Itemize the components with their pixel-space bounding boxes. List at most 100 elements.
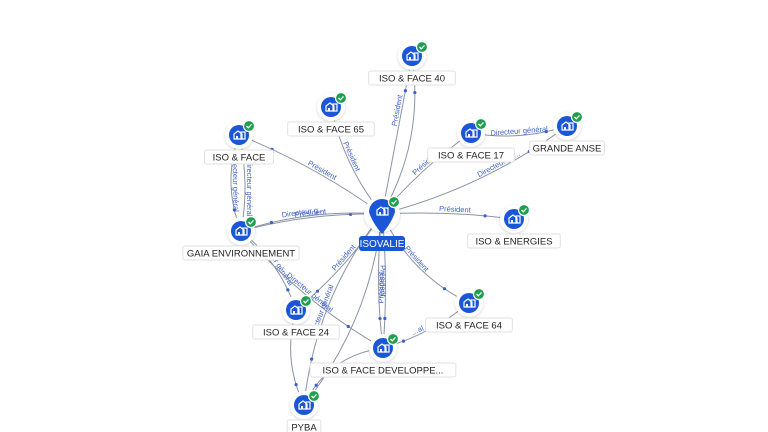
node-label-box — [287, 121, 375, 137]
node-label: GRANDE ANSE — [533, 144, 602, 155]
node-label-box — [529, 140, 605, 156]
center-label-box — [359, 236, 405, 251]
edge-label: ...al — [410, 323, 425, 336]
node-circle — [321, 97, 341, 117]
node-label-box — [252, 324, 340, 340]
edge-label: Président — [403, 244, 432, 274]
node-label-box — [467, 233, 561, 249]
edge-arrow — [483, 214, 487, 218]
check-badge-icon — [386, 332, 400, 346]
node-iso40[interactable]: ISO & FACE 40 — [368, 40, 456, 86]
check-badge-icon — [387, 195, 401, 209]
node-circle — [459, 293, 479, 313]
node-isoface[interactable]: ISO & FACE — [204, 119, 274, 165]
node-grandeanse[interactable]: GRANDE ANSE — [529, 110, 605, 156]
check-badge-icon — [307, 389, 321, 403]
edge-label: Président — [376, 271, 385, 304]
node-label: ISO & ENERGIES — [475, 237, 552, 248]
node-label-box — [309, 362, 457, 378]
node-gaia[interactable]: GAIA ENVIRONNEMENT — [182, 215, 300, 261]
edge-arrow — [314, 383, 318, 387]
node-iso64[interactable]: ISO & FACE 64 — [425, 287, 513, 333]
node-circle — [229, 125, 249, 145]
node-label: GAIA ENVIRONNEMENT — [187, 249, 295, 260]
check-badge-icon — [299, 294, 313, 308]
node-isodev[interactable]: ISO & FACE DEVELOPPE... — [309, 332, 457, 378]
edge-label: Président — [378, 265, 387, 298]
node-label-box — [368, 70, 456, 86]
edge-line — [290, 309, 305, 406]
edge-label: Président — [306, 158, 339, 182]
edge-arrow — [269, 220, 274, 225]
nodes-layer: ISOVALIE ISO & FACE 40 ISO & FACE 65 ISO & … — [182, 40, 605, 432]
check-badge-icon — [570, 110, 584, 124]
edge-arrow — [442, 287, 447, 291]
edge-arrow — [401, 339, 406, 343]
edge-line — [238, 134, 383, 215]
edge-label: Président — [330, 242, 358, 273]
node-label: ISOVALIE — [360, 239, 405, 250]
node-circle — [402, 46, 422, 66]
edge-label: Directeur général — [230, 154, 240, 212]
node-circle — [231, 221, 251, 241]
check-badge-icon — [242, 119, 256, 133]
node-isovalie[interactable]: ISOVALIE — [359, 195, 405, 251]
node-label: ISO & FACE 17 — [438, 151, 504, 162]
node-label: ISO & FACE DEVELOPPE... — [323, 366, 444, 377]
node-circle — [461, 123, 481, 143]
node-label-box — [427, 147, 515, 163]
node-label-box — [286, 419, 322, 432]
node-label-box — [204, 149, 274, 165]
edge-line — [381, 213, 470, 304]
node-label: ISO & FACE 64 — [436, 321, 502, 332]
edge-label: Directeur général — [245, 159, 254, 217]
edge-arrow — [286, 288, 290, 292]
check-badge-icon — [334, 91, 348, 105]
edge-label: Président — [341, 140, 363, 173]
edge-arrow — [315, 289, 320, 293]
node-circle — [504, 209, 524, 229]
edge-line — [381, 212, 515, 220]
edge-label: Président — [439, 204, 472, 215]
node-label-box — [425, 317, 513, 333]
edge-label: Directeur général — [490, 124, 548, 137]
edge-arrow — [378, 316, 382, 321]
edge: Président — [381, 213, 470, 304]
edge-arrow — [348, 212, 353, 216]
edge: Président — [381, 204, 515, 220]
check-badge-icon — [474, 117, 488, 131]
edge-arrow — [403, 89, 407, 93]
edge-line — [240, 212, 383, 232]
edge-arrow — [383, 316, 387, 321]
edge-line — [303, 213, 383, 406]
node-circle — [286, 300, 306, 320]
node-iso17[interactable]: ISO & FACE 17 — [427, 117, 515, 163]
edge-arrow — [294, 383, 298, 387]
check-badge-icon — [244, 215, 258, 229]
check-badge-icon — [517, 203, 531, 217]
edge-label: Président — [390, 93, 405, 127]
check-badge-icon — [415, 40, 429, 54]
node-pyba[interactable]: PYBA — [286, 389, 322, 432]
edge-arrow — [413, 90, 417, 95]
node-label: ISO & FACE 65 — [298, 125, 364, 136]
edge — [290, 309, 305, 406]
edge: Président — [238, 134, 383, 215]
node-iso65[interactable]: ISO & FACE 65 — [287, 91, 375, 137]
edge: Directeur général — [230, 134, 242, 232]
check-badge-icon — [472, 287, 486, 301]
edge-arrow — [544, 130, 548, 134]
node-label: PYBA — [291, 423, 317, 432]
edge-arrow — [346, 324, 350, 329]
node-circle — [373, 338, 393, 358]
edge-arrow — [310, 357, 314, 361]
node-label: ISO & FACE 40 — [379, 74, 445, 85]
node-circle — [557, 116, 577, 136]
node-iso24[interactable]: ISO & FACE 24 — [252, 294, 340, 340]
node-isoenergies[interactable]: ISO & ENERGIES — [467, 203, 561, 249]
edge: ...ur général — [240, 230, 297, 311]
edge-arrow — [232, 208, 236, 212]
node-label: ISO & FACE 24 — [263, 328, 329, 339]
node-circle — [294, 395, 314, 415]
